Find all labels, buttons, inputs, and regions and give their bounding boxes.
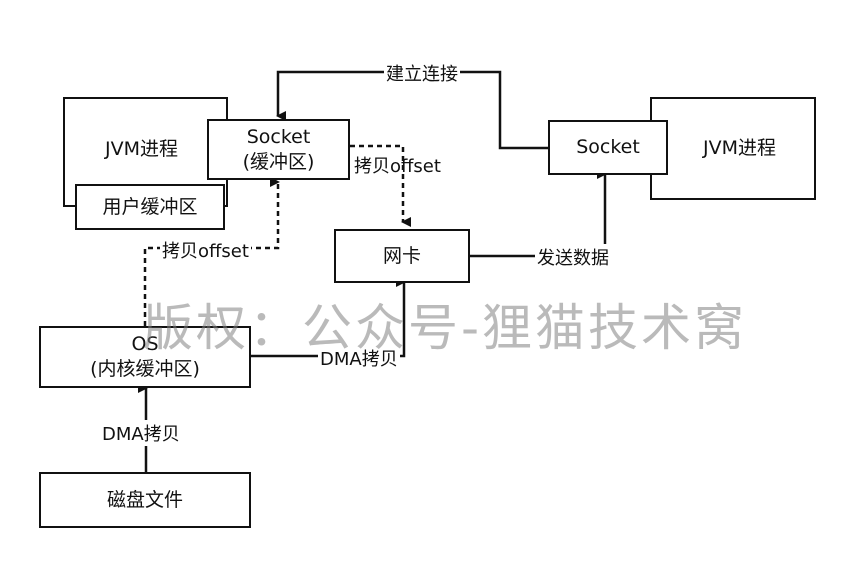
label-dma-copy-bottom: DMA拷贝 [100, 420, 182, 446]
edge-copy-offset-top [350, 144, 411, 227]
label-dma-copy-right: DMA拷贝 [318, 345, 400, 371]
user-buffer-box: 用户缓冲区 [75, 184, 225, 230]
disk-file-label: 磁盘文件 [106, 488, 183, 511]
jvm-process-right-label: JVM进程 [703, 137, 776, 160]
socket-left-box: Socket (缓冲区) [207, 119, 350, 180]
socket-right-label: Socket [576, 136, 640, 159]
label-copy-offset-top: 拷贝offset [354, 156, 441, 177]
label-establish-connection: 建立连接 [384, 60, 460, 86]
nic-box: 网卡 [334, 229, 470, 283]
socket-left-subtitle: (缓冲区) [242, 150, 315, 173]
os-title: OS [131, 333, 159, 356]
label-copy-offset-left: 拷贝offset [160, 237, 251, 263]
socket-right-box: Socket [548, 120, 668, 175]
edge-dma-copy-right [250, 277, 406, 358]
label-send-data: 发送数据 [535, 244, 611, 270]
os-kernel-buffer-box: OS (内核缓冲区) [39, 326, 251, 388]
nic-label: 网卡 [382, 244, 421, 267]
edge-establish-connection [276, 70, 548, 150]
user-buffer-label: 用户缓冲区 [102, 195, 198, 218]
disk-file-box: 磁盘文件 [39, 472, 251, 528]
jvm-process-left-label: JVM进程 [105, 138, 178, 161]
socket-left-title: Socket [246, 125, 311, 148]
os-subtitle: (内核缓冲区) [90, 358, 200, 380]
jvm-process-right: JVM进程 [650, 97, 816, 200]
